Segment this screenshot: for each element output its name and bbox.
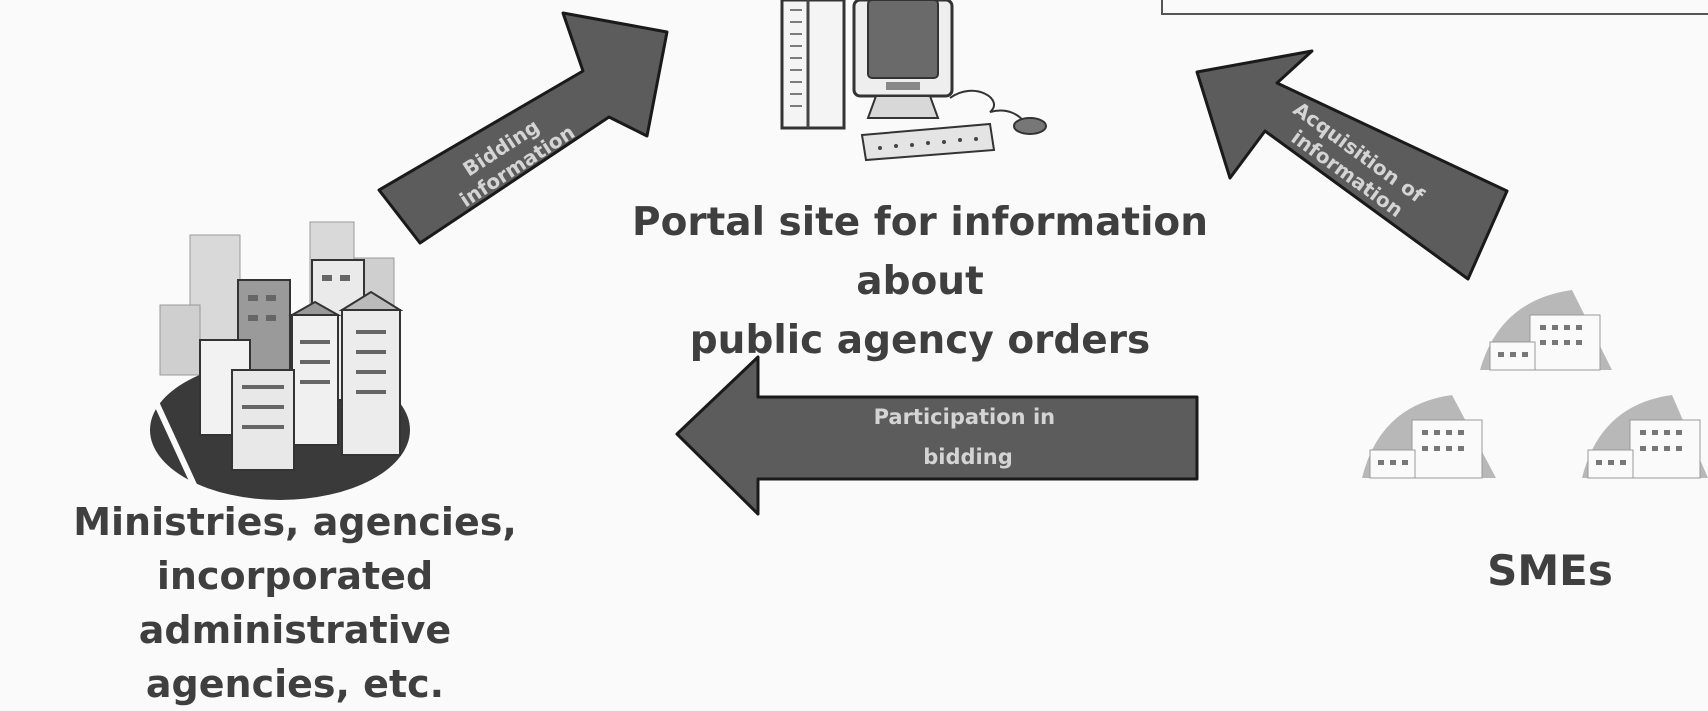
ministries-label-line-2: incorporated administrative <box>138 554 452 652</box>
participation-bidding-arrow: Participation in bidding <box>675 355 1199 516</box>
portal-title-line-1: Portal site for information about <box>632 200 1208 304</box>
ministries-label: Ministries, agencies, incorporated admin… <box>0 495 590 711</box>
office-buildings-icon <box>1362 290 1708 479</box>
participation-bidding-label: Participation in bidding <box>874 405 1063 469</box>
diagram-canvas: Bidding information Acquisition of infor… <box>73 0 1708 706</box>
ministries-label-line-1: Ministries, agencies, <box>73 500 517 544</box>
ministries-label-line-3: agencies, etc. <box>145 662 445 706</box>
portal-title-line-2: public agency orders <box>689 318 1151 363</box>
smes-label: SMEs <box>1487 546 1613 595</box>
computer-tower-icon <box>780 0 1047 162</box>
top-right-box <box>1161 0 1708 15</box>
portal-site-title: Portal site for information about public… <box>570 193 1270 370</box>
diagram-graphics: Bidding information Acquisition of infor… <box>150 0 1708 516</box>
city-buildings-icon <box>150 221 410 500</box>
acquisition-information-arrow: Acquisition of information <box>1195 49 1509 281</box>
